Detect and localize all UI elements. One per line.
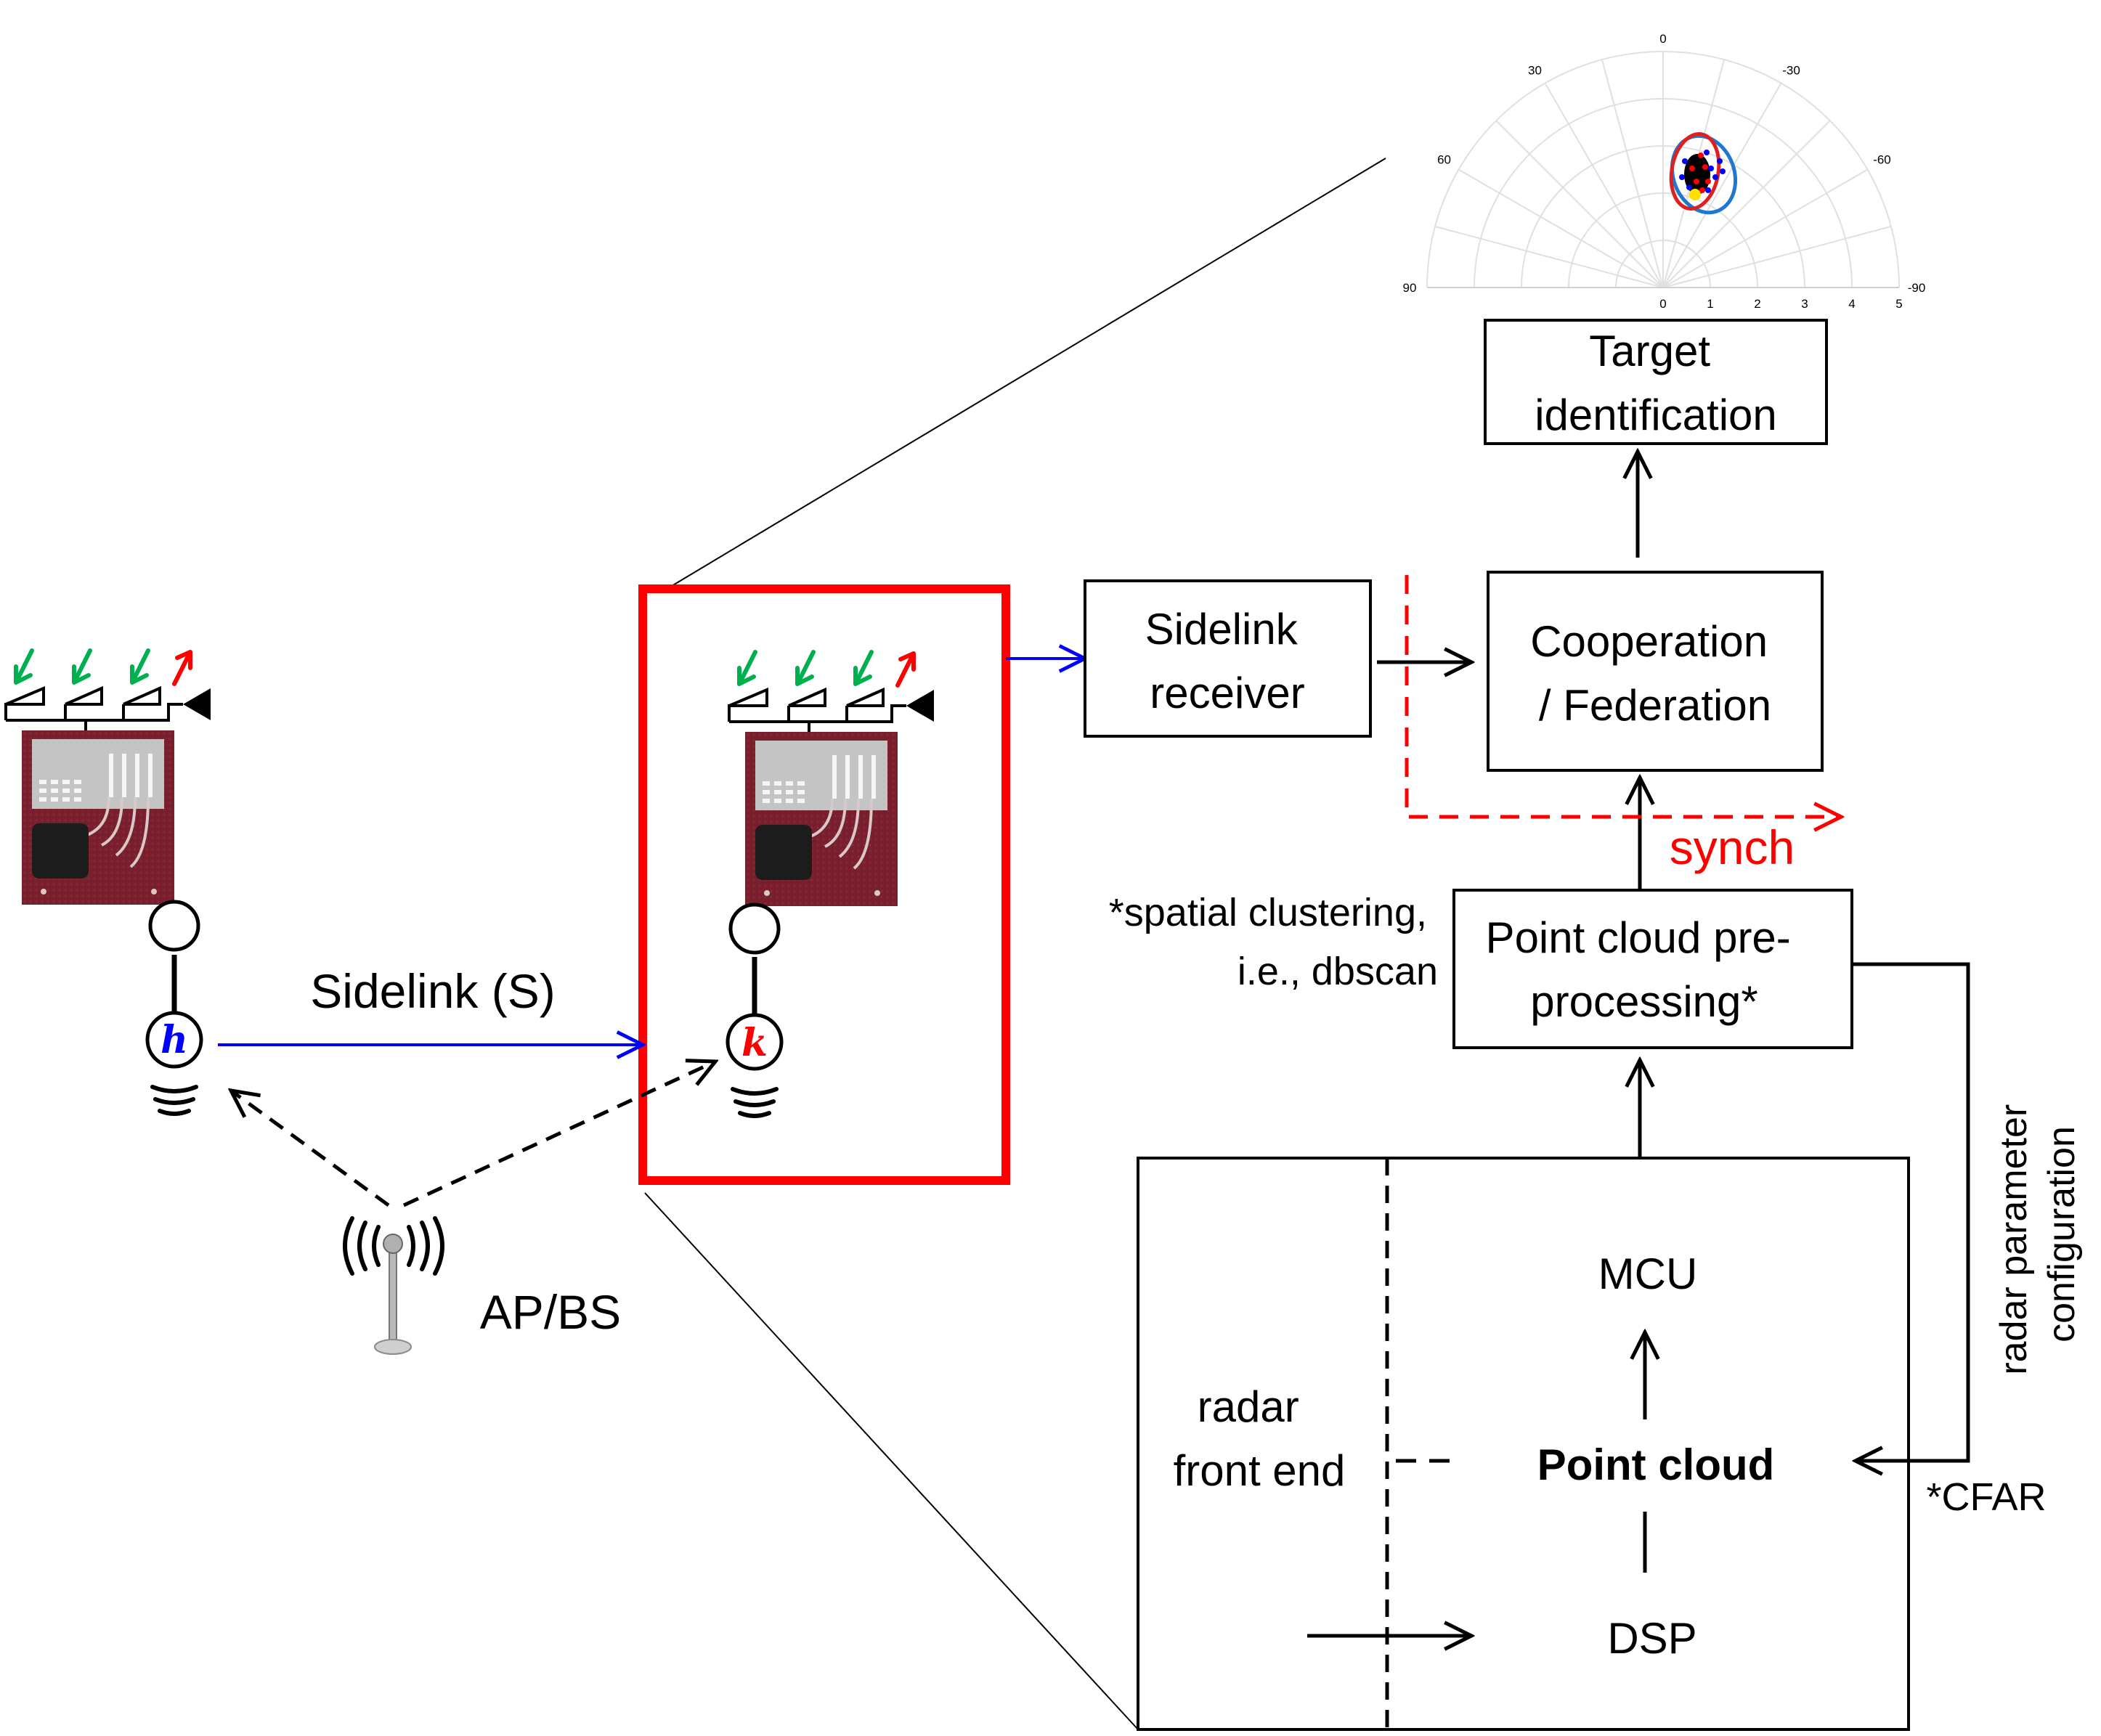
polar-angle-tick: 0 [1659,32,1666,46]
mcu-label: MCU [1598,1250,1698,1298]
polar-angle-tick: -30 [1782,64,1800,78]
cooperation-label: Cooperation / Federation [1530,617,1780,730]
cooperation-box [1487,571,1824,772]
wave-icon-k [731,1087,779,1118]
cluster-ellipse-red [1669,131,1721,211]
polar-spoke [1544,83,1664,288]
sidelink-receiver-label: Sidelink receiver [1145,605,1310,717]
polar-spoke [1458,168,1664,288]
radar-param-label: radar parameter configuration [1993,1093,2083,1374]
polar-plot: 0 30 -30 60 -60 90 -90 0 1 2 3 4 5 [1403,32,1926,311]
ap-to-k-arrow [402,1061,715,1207]
cluster-centroid [1689,189,1701,200]
node-h-circle [145,1011,203,1069]
cluster-point-blue [1720,168,1726,174]
node-k-circle [726,1013,784,1071]
polar-angle-tick: -90 [1908,281,1926,295]
node-k-symbol: k [741,1021,768,1065]
cluster-point-blue [1704,150,1710,155]
node-k-top-circle [728,902,781,955]
cluster-point-red [1694,179,1699,184]
cfar-label: *CFAR [1926,1475,2046,1519]
cluster-point-blue [1679,174,1685,180]
radar-sensor-k [729,652,934,906]
polar-radius-tick: 0 [1659,297,1666,311]
sidelink-receiver-box [1084,579,1372,738]
cluster-point-red [1699,187,1705,193]
polar-angle-tick: 60 [1437,153,1451,167]
zoom-line-top [667,158,1386,589]
polar-radius-tick: 5 [1895,297,1902,311]
point-cloud-pre-label: Point cloud pre- processing* [1486,913,1803,1026]
cluster-point-red [1705,179,1711,184]
radar-param-loop-arrow [1852,962,1970,1461]
polar-spoke [1662,168,1868,288]
polar-spoke [1662,120,1831,288]
polar-spoke [1434,225,1664,288]
polar-radius-tick: 1 [1707,297,1713,311]
cluster-point-red [1689,166,1695,171]
cluster-point-blue [1712,174,1718,180]
synch-label: synch [1670,820,1795,874]
polar-spoke [1662,225,1892,288]
radar-front-end-label: radar front end [1174,1382,1346,1495]
ap-icon [343,1216,444,1355]
cluster-point-red [1698,152,1704,158]
polar-spoke [1662,83,1782,288]
node-h-top-circle [148,900,200,952]
highlight-box [638,584,1010,1185]
cluster-point-blue [1705,187,1711,193]
sidelink-label: Sidelink (S) [310,964,555,1018]
cluster-point-blue [1686,184,1692,190]
polar-angle-tick: -60 [1873,153,1891,167]
point-cloud-label: Point cloud [1537,1440,1775,1489]
cluster-point-blue [1717,158,1723,164]
synch-dashed-arrow [1405,575,1841,817]
polar-spoke [1601,59,1664,288]
wave-icon-h [150,1085,198,1116]
ap-to-h-arrow [231,1091,390,1207]
target-identification-label: Target identification [1535,327,1777,439]
point-cloud-pre-box [1452,889,1853,1049]
target-identification-box [1484,319,1828,445]
node-h-symbol: h [160,1018,188,1062]
zoom-line-bottom [644,1192,1139,1730]
cluster-point-red [1702,164,1708,170]
cluster-point-blue [1708,166,1714,171]
radar-box [1137,1157,1910,1731]
polar-spoke [1495,120,1664,288]
polar-radius-tick: 2 [1754,297,1760,311]
polar-radius-tick: 3 [1801,297,1808,311]
ap-label: AP/BS [480,1285,621,1339]
polar-angle-tick: 30 [1528,64,1542,78]
cluster-core [1684,154,1710,195]
cluster-point-blue [1682,158,1688,164]
polar-radius-tick: 4 [1848,297,1855,311]
spatial-clustering-label: *spatial clustering, i.e., dbscan [1109,891,1438,993]
dsp-label: DSP [1607,1614,1696,1663]
radar-sensor-h [6,651,211,905]
polar-angle-tick: 90 [1403,281,1417,295]
